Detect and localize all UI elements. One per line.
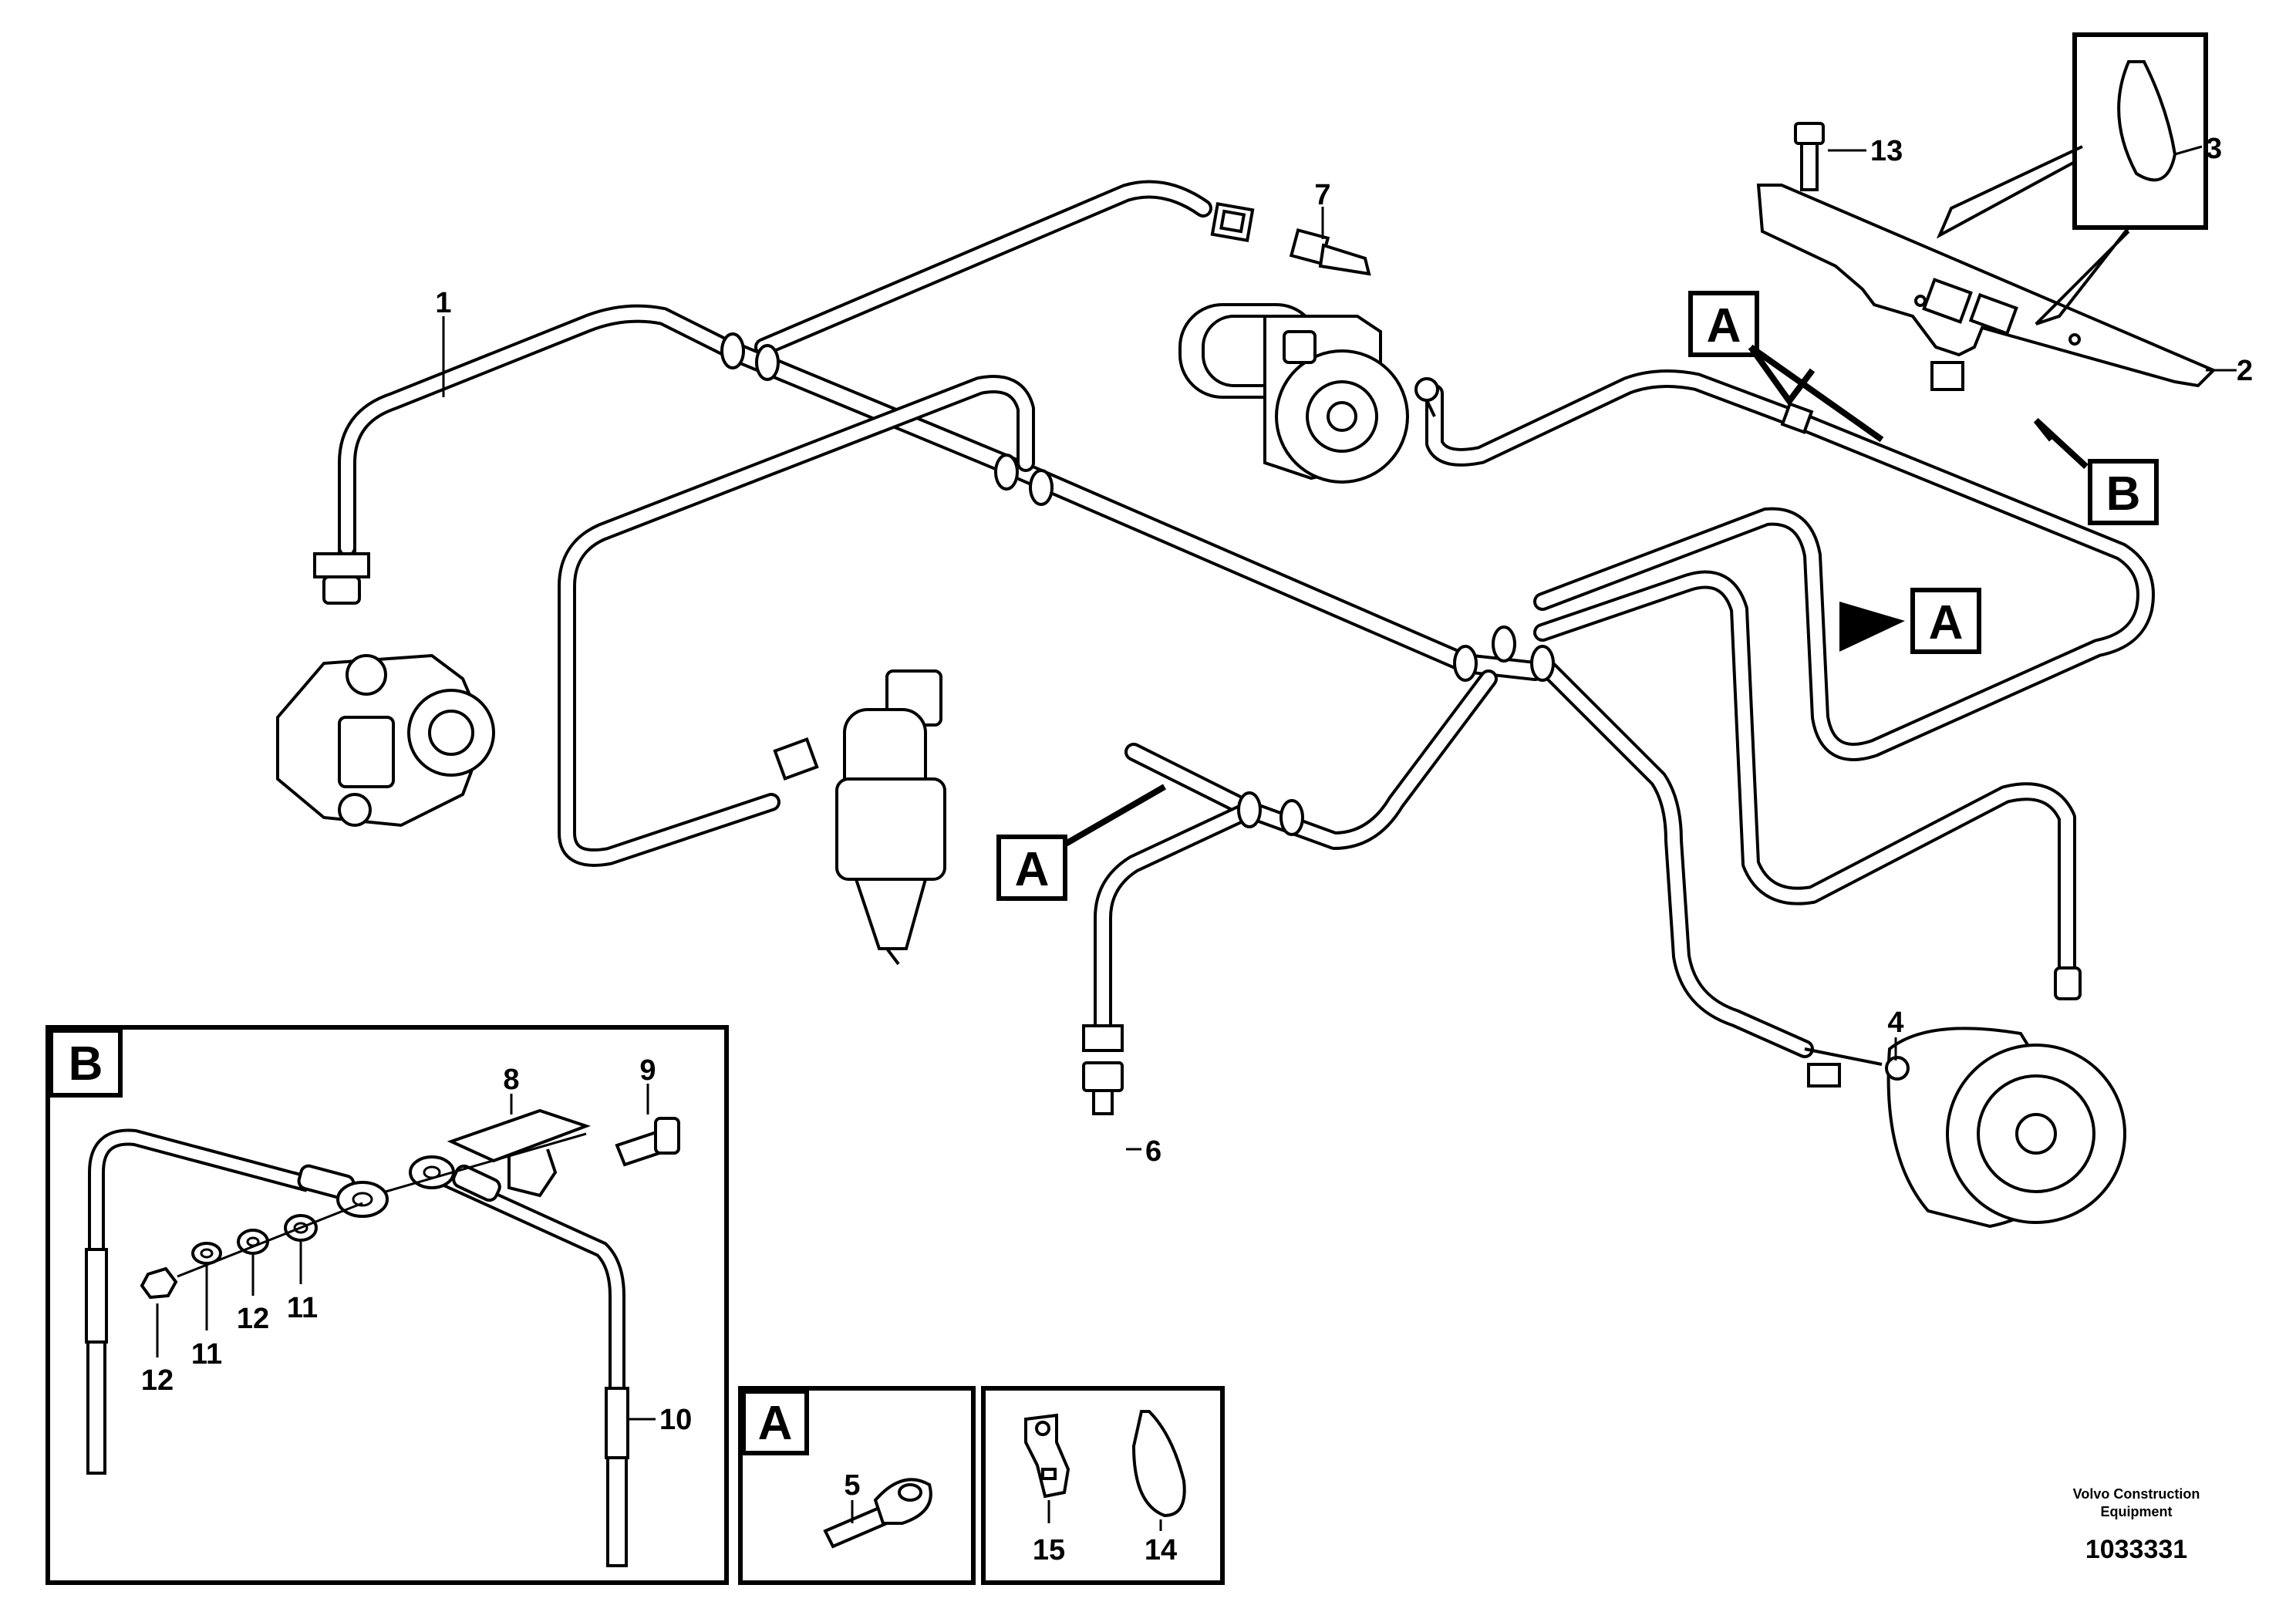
callout-14: 14	[1145, 1534, 1177, 1566]
callout-12: 12	[237, 1303, 269, 1335]
callout-3: 3	[2206, 133, 2222, 165]
main-harness	[338, 180, 2155, 1058]
starter-ring-terminal	[1414, 377, 1439, 417]
callout-1: 1	[435, 287, 451, 319]
detail-b-label: B	[69, 1037, 103, 1091]
callout-15: 15	[1033, 1534, 1065, 1566]
detail-14-15-panel: 15 14	[981, 1386, 1225, 1585]
marker-letter: A	[1707, 299, 1741, 352]
bolt-part-13	[1794, 122, 1825, 191]
hydraulic-pump	[276, 653, 495, 828]
company-name-line2: Equipment	[2101, 1504, 2173, 1519]
cable-tie-part-3	[2117, 60, 2177, 182]
detail-a-label: A	[758, 1397, 793, 1450]
callout-4: 4	[1887, 1007, 1903, 1039]
view-marker-b-right: B	[2033, 418, 2159, 525]
cable-right-branch	[1533, 570, 2076, 981]
company-name-line1: Volvo Construction	[2073, 1486, 2200, 1502]
fuel-shutoff-solenoid	[835, 669, 946, 966]
view-marker-a-lower: A	[996, 784, 1166, 901]
view-marker-a-middle: A	[1839, 588, 1981, 654]
callout-5: 5	[844, 1469, 860, 1502]
sensor-part-6	[1082, 1024, 1124, 1115]
cable-clamps	[720, 332, 1814, 836]
drawing-footer: Volvo Construction Equipment 1033331	[2073, 1486, 2200, 1564]
solenoid-plug-connector	[773, 737, 819, 781]
detail-3-leader	[1936, 145, 2130, 325]
right-plug-connector	[2054, 966, 2082, 1000]
sensor-part-7	[1289, 228, 1371, 276]
sensor-connector-left	[313, 494, 370, 605]
callout-11: 11	[191, 1338, 222, 1371]
alternator	[1886, 1027, 2126, 1229]
cable-clip-part-5	[823, 1478, 932, 1549]
top-plug-connector	[1210, 201, 1255, 243]
callout-7: 7	[1314, 179, 1330, 211]
cable-starter-loop	[1425, 369, 2155, 761]
callout-6: 6	[1145, 1135, 1161, 1168]
view-marker-a-top: A	[1688, 291, 1884, 443]
callout-9: 9	[639, 1054, 656, 1087]
starter-motor	[1178, 303, 1409, 484]
callout-leaders	[442, 145, 2237, 1151]
callout-11: 11	[287, 1292, 318, 1324]
callout-8: 8	[503, 1064, 519, 1096]
callout-10: 10	[659, 1404, 692, 1436]
detail-a-panel: A 5	[738, 1386, 976, 1585]
drawing-number: 1033331	[2085, 1535, 2187, 1564]
cable-tie-part-14	[1131, 1410, 1186, 1518]
mounting-bracket-part-2	[1756, 184, 2217, 391]
marker-letter: B	[2106, 467, 2141, 521]
marker-letter: A	[1015, 843, 1050, 896]
clip-part-15	[1024, 1413, 1070, 1499]
callout-2: 2	[2237, 355, 2253, 387]
callout-12: 12	[141, 1364, 174, 1397]
callout-13: 13	[1870, 135, 1903, 167]
marker-letter: A	[1929, 596, 1964, 649]
alternator-terminal-part-4	[1804, 1047, 1910, 1088]
detail-b-panel: B	[46, 1025, 729, 1585]
